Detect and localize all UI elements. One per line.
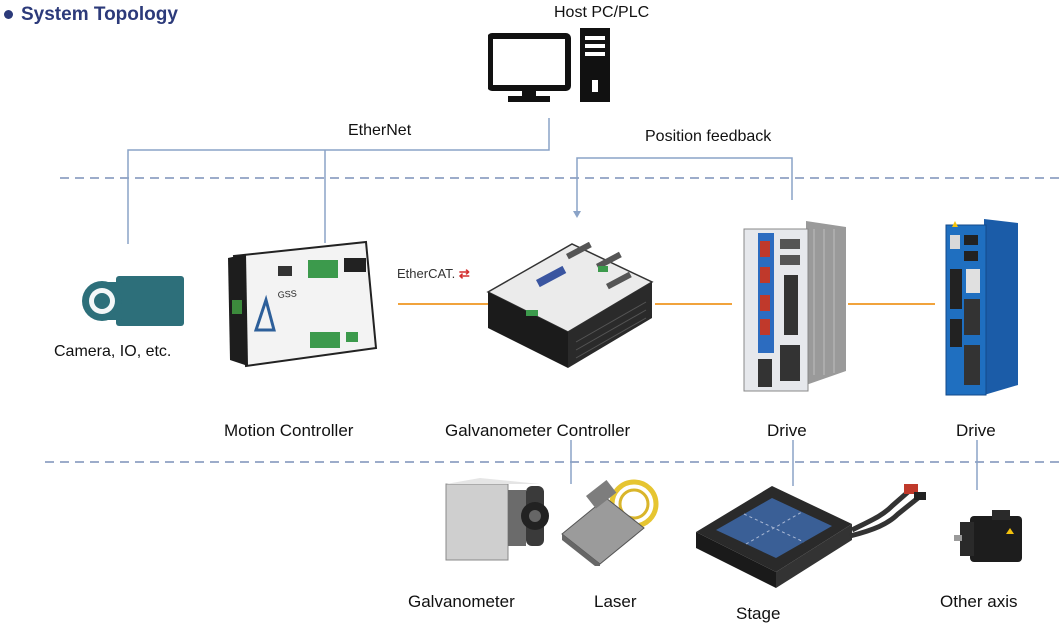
camera-icon [82,276,184,326]
drive-image-2 [945,219,1018,396]
laser-image [561,479,659,566]
title-text: System Topology [21,4,178,25]
host-pc-icon [488,28,610,102]
ethernet-line [127,118,550,244]
drive-label-2: Drive [956,421,996,440]
laser-label: Laser [594,592,637,611]
ethercat-logo: EtherCAT. ⇄ [397,266,470,281]
galvo-controller-image [486,242,654,368]
svg-text:GSS: GSS [277,288,297,300]
motion-controller-image: GSS [228,240,378,368]
stage-image [696,484,926,588]
host-label: Host PC/PLC [554,4,650,21]
servo-motor-image [954,510,1022,562]
stage-label: Stage [736,604,781,623]
galvo-controller-label: Galvanometer Controller [445,421,631,440]
position-feedback-line [576,157,793,215]
position-feedback-label: Position feedback [645,128,772,145]
camera-label: Camera, IO, etc. [54,343,172,360]
drive-label-1: Drive [767,421,807,440]
ethercat-logo-text: EtherCAT. [397,266,456,281]
galvanometer-label: Galvanometer [408,592,515,611]
page-title: System Topology [4,4,178,26]
ethernet-label: EtherNet [348,122,412,139]
motion-controller-label: Motion Controller [224,421,354,440]
bullet-icon [4,10,13,20]
other-axis-label: Other axis [940,592,1018,611]
galvanometer-image [445,478,549,561]
drive-image-1 [743,221,846,392]
feedback-arrow-icon [573,211,581,218]
